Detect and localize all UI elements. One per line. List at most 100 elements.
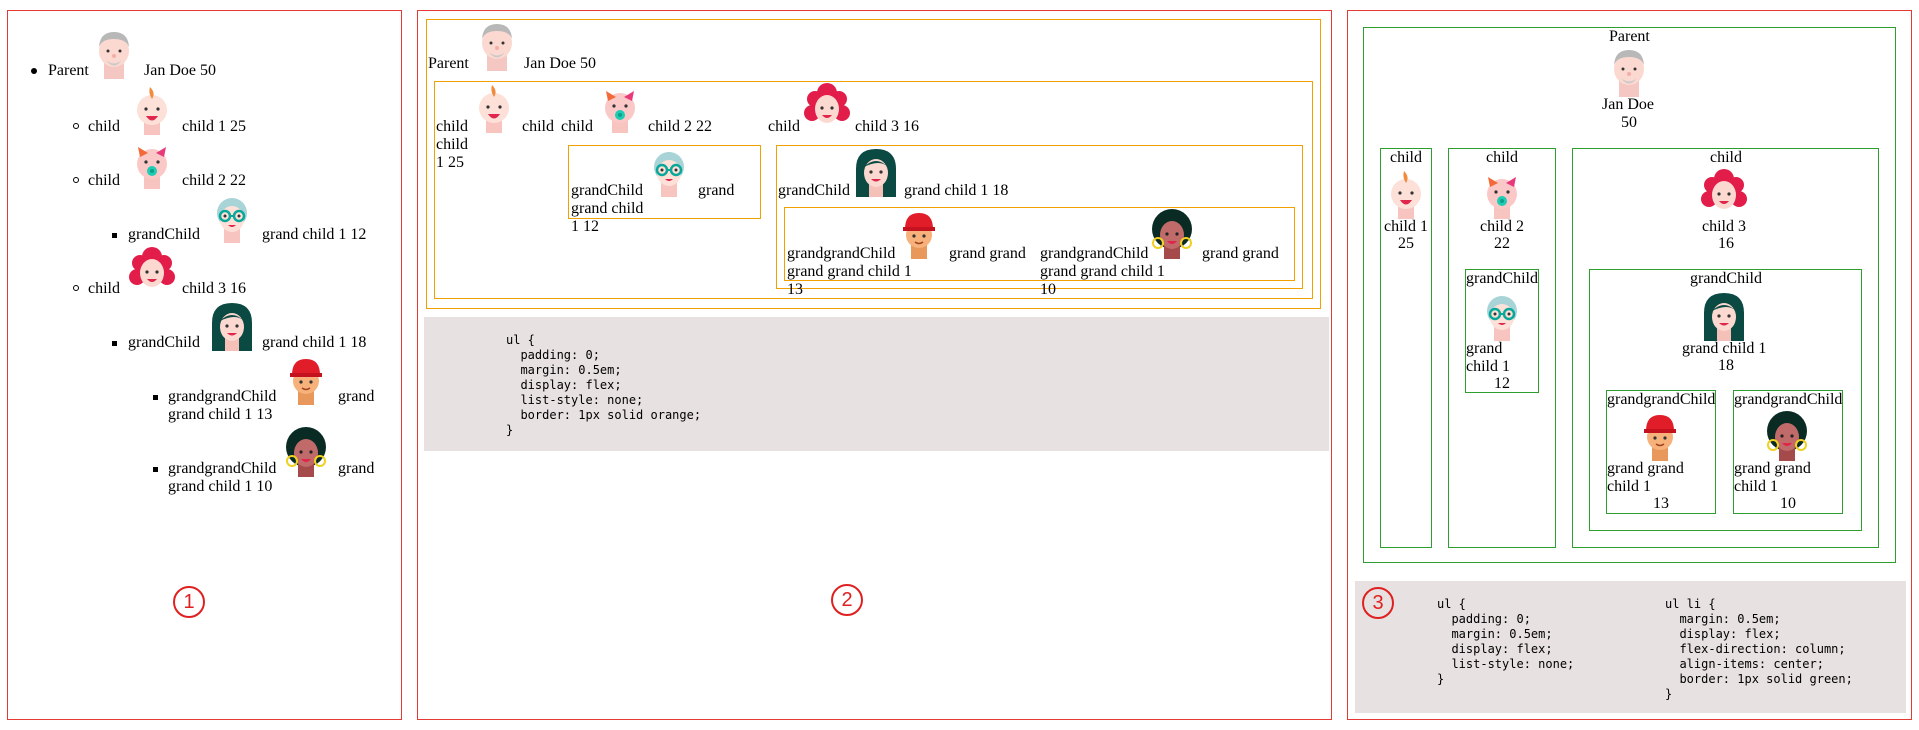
child-name: child 1 [1384,218,1428,235]
glasses-granny-avatar-icon [1476,289,1528,341]
glasses-granny-avatar-icon [643,145,695,197]
child-li-box [1380,148,1432,548]
greatgrandchild-age: 13 [1653,495,1669,512]
panel-number-badge: 1 [173,586,205,618]
earring-woman-avatar-icon [1146,207,1198,259]
child-label: child [1710,149,1742,166]
greatgrandchild-name: grand grand child 1 [1734,460,1811,495]
grandchild-label: grandChild grand child 1 12 [571,182,644,235]
dark-hair-woman-avatar-icon [1698,289,1750,341]
child-label: child [522,118,554,135]
parent-age: 50 [1621,114,1637,131]
list-bullet [153,395,158,400]
css-code-text: ul { padding: 0; margin: 0.5em; display:… [1437,597,1575,686]
baby-avatar-icon [468,81,520,133]
panel-number-badge: 3 [1362,587,1394,619]
pacifier-baby-avatar-icon [126,137,178,189]
panel-2-flex-list: Parent Jan Doe 50 child child 1 25 child… [417,10,1332,720]
child-label: child [88,172,120,189]
greatgrandchild-label: grand grand [1202,245,1279,262]
child-name: child 3 16 [182,280,246,297]
grandchild-name: grand child 1 [1682,340,1767,357]
child-age: 22 [1494,235,1510,252]
greatgrandchild-li-box [1606,390,1716,514]
child-label: child [1486,149,1518,166]
greatgrandchild-label: grandgrandChild [168,388,277,405]
greatgrandchildren-ul-box [784,207,1295,281]
child-name: child 3 16 [855,118,919,135]
child-name: child 2 22 [182,172,246,189]
greatgrandchild-label: grandgrandChild [1734,391,1843,408]
root-ul-box [1363,27,1896,563]
parent-label: Parent [48,62,89,79]
child-name: child 2 [1480,218,1524,235]
child-li-box [1448,148,1556,548]
grandchild-age: 18 [1718,357,1734,374]
earring-woman-avatar-icon [280,425,332,477]
parent-name: Jan Doe [1602,96,1654,113]
child-name: child 2 22 [648,118,712,135]
red-cap-boy-avatar-icon [280,353,332,405]
dark-hair-woman-avatar-icon [206,299,258,351]
child-name: child 3 [1702,218,1746,235]
list-bullet [153,467,158,472]
grandpa-avatar-icon [88,27,140,79]
greatgrandchild-name: grand grand child 1 13 [168,388,375,423]
list-bullet [112,341,117,346]
grandchild-name: grand child 1 18 [904,182,1009,199]
greatgrandchild-name: grand grand child 1 10 [168,460,375,495]
greatgrandchild-label: grandgrandChild [1607,391,1716,408]
grandchild-li-box [1589,269,1862,531]
grandchild-label: grandChild [128,226,200,243]
panel-3-flex-column-list: Parent Jan Doe 50 child child 1 25 child… [1347,10,1912,720]
curly-girl-avatar-icon [1698,167,1750,219]
css-code-block: ul { padding: 0; margin: 0.5em; display:… [424,317,1329,451]
curly-girl-avatar-icon [126,245,178,297]
child-age: 25 [1398,235,1414,252]
panel-1-default-list: Parent Jan Doe 50 child child 1 25 child… [7,10,402,720]
baby-avatar-icon [126,83,178,135]
dark-hair-woman-avatar-icon [850,145,902,197]
pacifier-baby-avatar-icon [1476,167,1528,219]
greatgrandchild-label: grandgrandChild [168,460,277,477]
css-code-text: ul { padding: 0; margin: 0.5em; display:… [506,333,702,437]
grandchild-name: grand child 1 18 [262,334,367,351]
child-name: child 1 25 [182,118,246,135]
red-cap-boy-avatar-icon [1634,409,1686,461]
grandchildren-ul-box [776,145,1303,289]
greatgrandchild-label: grand grand [949,245,1026,262]
css-code-block: ul { padding: 0; margin: 0.5em; display:… [1355,581,1906,713]
greatgrandchild-name: grand grand child 1 [1607,460,1684,495]
child-label: child child 1 25 [436,118,468,171]
earring-woman-avatar-icon [1761,409,1813,461]
curly-girl-avatar-icon [801,81,853,133]
grandchild-label: grandChild [1690,270,1762,287]
child-age: 16 [1718,235,1734,252]
baby-avatar-icon [1380,167,1432,219]
list-bullet [112,233,117,238]
grandpa-avatar-icon [1603,45,1655,97]
grandchild-name: grand child 1 [1466,340,1510,375]
grandchild-label: grandChild [128,334,200,351]
parent-name: Jan Doe 50 [524,55,596,72]
greatgrandchild-label: grandgrandChild grand grand child 1 10 [1040,245,1165,298]
glasses-granny-avatar-icon [206,191,258,243]
pacifier-baby-avatar-icon [594,81,646,133]
list-bullet [73,123,79,129]
child-label: child [1390,149,1422,166]
child-li-box [1572,148,1879,548]
greatgrandchild-age: 10 [1780,495,1796,512]
greatgrandchild-li-box [1733,390,1843,514]
css-code-text: ul li { margin: 0.5em; display: flex; fl… [1665,597,1853,701]
root-ul-box [426,19,1321,309]
child-label: child [88,280,120,297]
list-bullet [73,285,79,291]
list-bullet [73,177,79,183]
parent-label: Parent [1609,28,1650,45]
greatgrandchild-label: grandgrandChild grand grand child 1 13 [787,245,912,298]
grandchild-label: grand [698,182,735,199]
grandchild-age: 12 [1494,375,1510,392]
parent-name: Jan Doe 50 [144,62,216,79]
child-label: child [88,118,120,135]
child-label: child [768,118,800,135]
